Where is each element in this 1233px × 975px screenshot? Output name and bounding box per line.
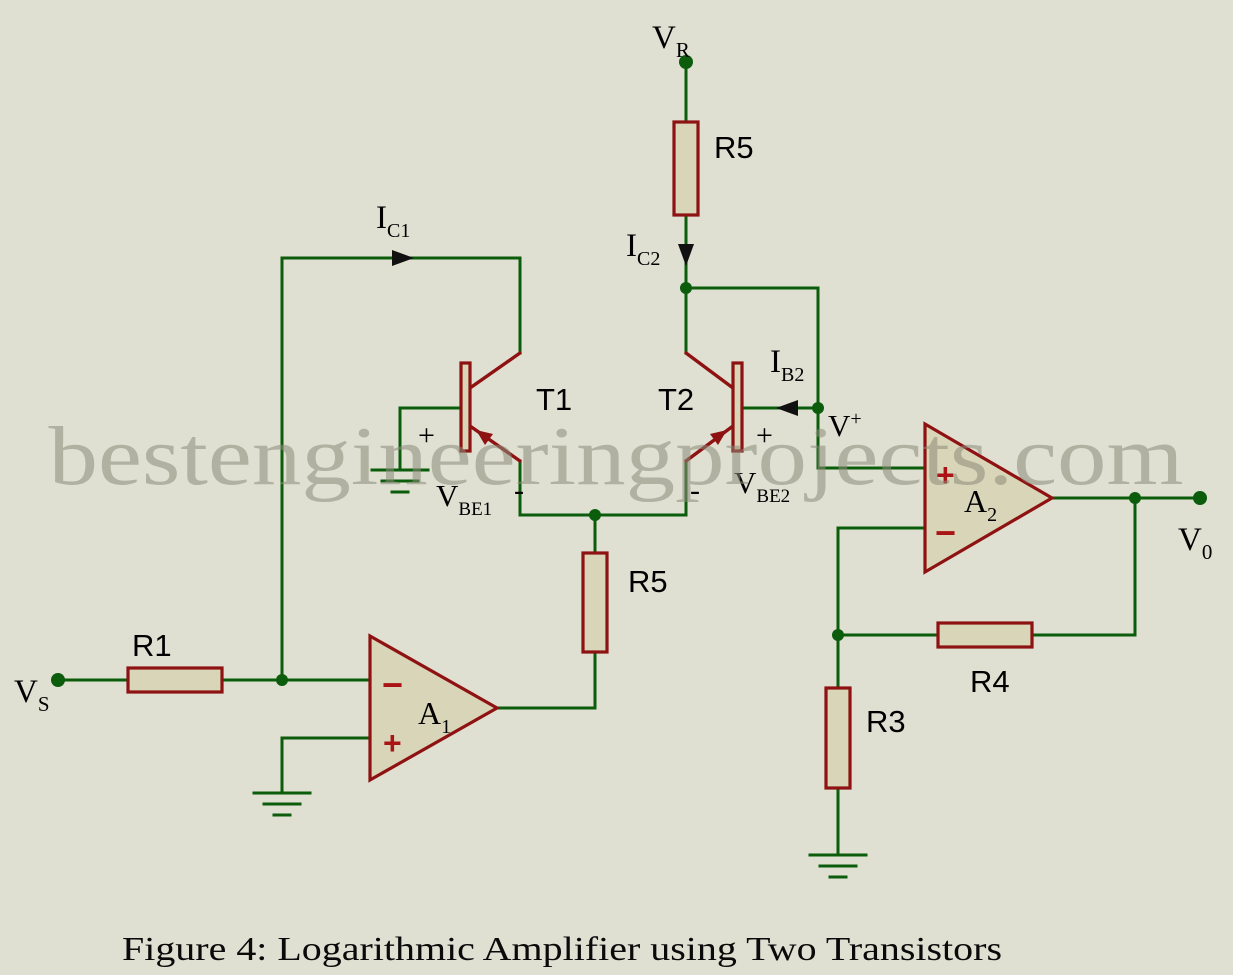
t1-collector-line [468,351,522,390]
a1-inverting-sign: − [382,664,403,705]
label-ic2: IC2 [626,228,660,270]
label-t1-plus: + [418,419,435,452]
node-dot-a1-input [276,674,288,686]
wire-base-node-to-a2-plus [816,406,927,470]
label-t2-plus: + [756,419,773,452]
resistor-r1-body [126,666,224,694]
resistor-r5-mid-body [581,551,609,654]
wires [56,60,1202,857]
resistors [126,120,1034,790]
label-r3: R3 [866,704,906,739]
node-dot-output [1129,492,1141,504]
label-vs: VS [14,674,50,716]
terminal-vs [51,673,65,687]
ground-icon-r3 [808,853,868,879]
t2-emitter-arrow-icon [710,430,727,445]
a1-label: A1 [418,695,451,738]
terminal-v0 [1193,491,1207,505]
wire-collector-node-to-base-node [684,286,820,410]
node-dot-r3-r4 [832,629,844,641]
label-r1: R1 [132,628,172,663]
node-dot-ic2 [680,282,692,294]
label-v0: V0 [1178,522,1212,564]
resistor-r4-body [936,621,1034,649]
node-dot-vplus [812,402,824,414]
ic1-arrow-icon [392,250,414,266]
label-ib2: IB2 [770,344,804,386]
current-arrows [392,244,798,416]
t1-base-bar [459,361,472,453]
watermark-text: bestengineeringprojects.com [49,410,1184,503]
opamp-a1-body [368,633,501,783]
t1-emitter-arrow-icon [476,430,493,445]
terminal-vr [679,55,693,69]
label-r4: R4 [970,664,1010,699]
opamp-a2-body [923,421,1056,575]
ic2-arrow-icon [678,244,694,266]
a2-label: A2 [964,483,997,526]
label-t1-minus: - [514,474,524,507]
wire-t1-emitter [518,459,597,517]
wire-a2-inverting-to-node [836,526,927,637]
label-vbe1: VBE1 [436,478,492,520]
a2-noninverting-sign: + [936,457,955,493]
node-dot-emitters [589,509,601,521]
label-ic1: IC1 [376,200,410,242]
figure-caption: Figure 4: Logarithmic Amplifier using Tw… [122,931,1002,968]
label-t1: T1 [536,382,572,417]
transistor-t2 [684,351,744,463]
a1-noninverting-sign: + [383,725,402,761]
a2-inverting-sign: − [935,512,956,553]
opamp-a2: + − A2 [923,421,1056,575]
label-vplus: V+ [828,408,862,443]
wire-r4-to-output-node [1030,496,1137,637]
transistor-t1 [459,351,522,463]
wire-a1-output-to-r5mid [495,650,597,710]
t2-base-bar [731,361,744,453]
ground-icon-t1-base [370,468,430,494]
label-vr: VR [652,20,690,62]
label-t2: T2 [658,382,694,417]
opamp-a1: − + A1 [368,633,501,783]
ib2-arrow-icon [776,400,798,416]
resistor-r3-body [824,686,852,790]
ground-icon-a1-input [252,791,312,817]
nodes-and-terminals [51,55,1207,687]
label-r5-mid: R5 [628,564,668,599]
wire-a1-noninverting-to-ground [280,736,372,795]
labels: VR R5 IC2 IC1 T1 T2 IB2 V+ + - VBE1 + - … [14,20,1212,739]
t2-collector-line [684,351,735,390]
label-t2-minus: - [690,474,700,507]
wire-t2-emitter [593,459,688,517]
label-vbe2: VBE2 [734,465,790,507]
ground-symbols [252,468,868,879]
label-r5-top: R5 [714,130,754,165]
resistor-r5-top-body [672,120,700,217]
